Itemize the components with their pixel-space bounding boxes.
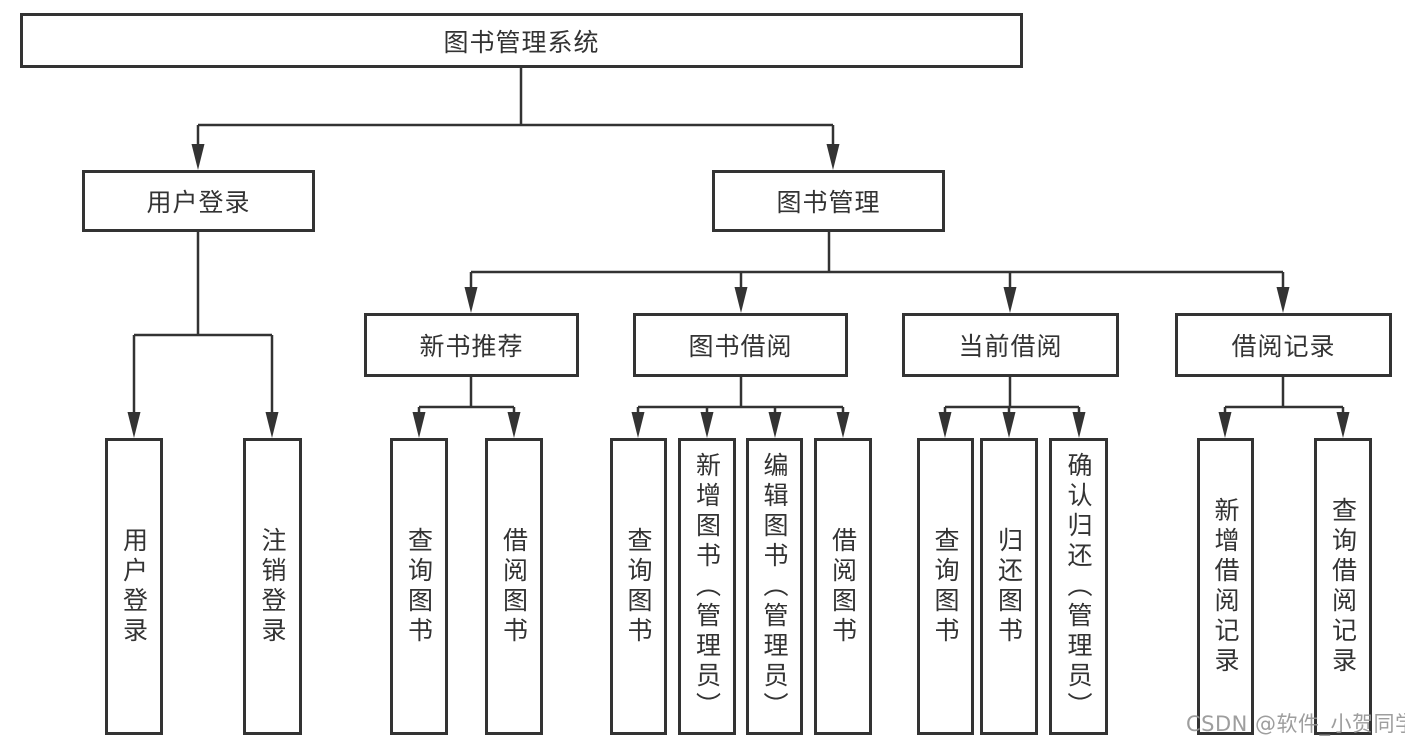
- node-label: 图书管理: [776, 188, 881, 217]
- node-label: 新增借阅记录: [1211, 496, 1240, 677]
- arrowhead-icon: [768, 412, 782, 438]
- leaf-query-borrow-record: 查询借阅记录: [1314, 438, 1372, 735]
- node-label: 查询图书: [624, 526, 653, 647]
- arrowhead-icon: [631, 412, 645, 438]
- connector-currentborrow-to-leaves: [943, 377, 1081, 415]
- node-label: 新书推荐: [419, 332, 524, 361]
- node-label: 当前借阅: [958, 332, 1063, 361]
- node-label: 编辑图书（管理员）: [760, 451, 789, 722]
- connector-bookmgmt-to-level3: [469, 232, 1285, 289]
- arrowhead-icon: [700, 412, 714, 438]
- arrowhead-icon: [191, 144, 205, 170]
- node-current-borrowing: 当前借阅: [902, 313, 1119, 377]
- leaf-edit-books-admin: 编辑图书（管理员）: [746, 438, 803, 735]
- node-label: 查询图书: [931, 526, 960, 647]
- csdn-watermark: CSDN @软件_小贺同学: [1186, 712, 1405, 736]
- connector-bookborrow-to-leaves: [636, 377, 845, 415]
- arrowhead-icon: [1003, 287, 1017, 313]
- leaf-user-login: 用户登录: [105, 438, 163, 735]
- arrowhead-icon: [1002, 412, 1016, 438]
- arrowhead-icon: [265, 412, 279, 438]
- node-book-management: 图书管理: [712, 170, 945, 232]
- node-new-book-recommend: 新书推荐: [364, 313, 579, 377]
- arrowhead-icon: [1218, 412, 1232, 438]
- connector-borrowrecords-to-leaves: [1223, 377, 1345, 415]
- node-label: 用户登录: [146, 188, 251, 217]
- leaf-borrow-books: 借阅图书: [814, 438, 872, 735]
- arrowhead-icon: [1336, 412, 1350, 438]
- arrowhead-icon: [826, 144, 840, 170]
- node-label: 图书借阅: [688, 332, 793, 361]
- node-label: 注销登录: [258, 526, 287, 647]
- arrowhead-icon: [507, 412, 521, 438]
- leaf-add-books-admin: 新增图书（管理员）: [678, 438, 736, 735]
- leaf-return-books: 归还图书: [980, 438, 1038, 735]
- leaf-logout: 注销登录: [243, 438, 302, 735]
- arrowhead-icon: [412, 412, 426, 438]
- arrowhead-icon: [1072, 412, 1086, 438]
- leaf-add-borrow-record: 新增借阅记录: [1197, 438, 1254, 735]
- node-user-login: 用户登录: [82, 170, 315, 232]
- node-label: 确认归还（管理员）: [1064, 451, 1093, 722]
- node-label: 用户登录: [119, 526, 149, 647]
- node-label: 查询图书: [404, 526, 434, 647]
- connector-root-to-level2: [196, 68, 835, 146]
- node-book-borrowing: 图书借阅: [633, 313, 848, 377]
- arrowhead-icon: [938, 412, 952, 438]
- node-label: 借阅图书: [499, 526, 529, 647]
- arrowhead-icon: [1276, 287, 1290, 313]
- connector-newbookrec-to-leaves: [417, 377, 516, 415]
- leaf-query-books-current: 查询图书: [917, 438, 974, 735]
- arrowhead-icon: [734, 287, 748, 313]
- arrowhead-icon: [464, 287, 478, 313]
- connector-userlogin-to-leaves: [132, 232, 274, 414]
- node-borrowing-records: 借阅记录: [1175, 313, 1392, 377]
- node-label: 借阅记录: [1231, 332, 1336, 361]
- leaf-borrow-books-recommend: 借阅图书: [485, 438, 543, 735]
- node-book-management-system: 图书管理系统: [20, 13, 1023, 68]
- node-label: 图书管理系统: [443, 27, 600, 57]
- node-label: 借阅图书: [828, 526, 858, 647]
- leaf-confirm-return-admin: 确认归还（管理员）: [1049, 438, 1108, 735]
- leaf-query-books-borrowing: 查询图书: [610, 438, 667, 735]
- node-label: 查询借阅记录: [1328, 496, 1358, 677]
- node-label: 归还图书: [994, 526, 1024, 647]
- arrowhead-icon: [836, 412, 850, 438]
- leaf-query-books-recommend: 查询图书: [390, 438, 448, 735]
- arrowhead-icon: [127, 412, 141, 438]
- node-label: 新增图书（管理员）: [692, 451, 722, 722]
